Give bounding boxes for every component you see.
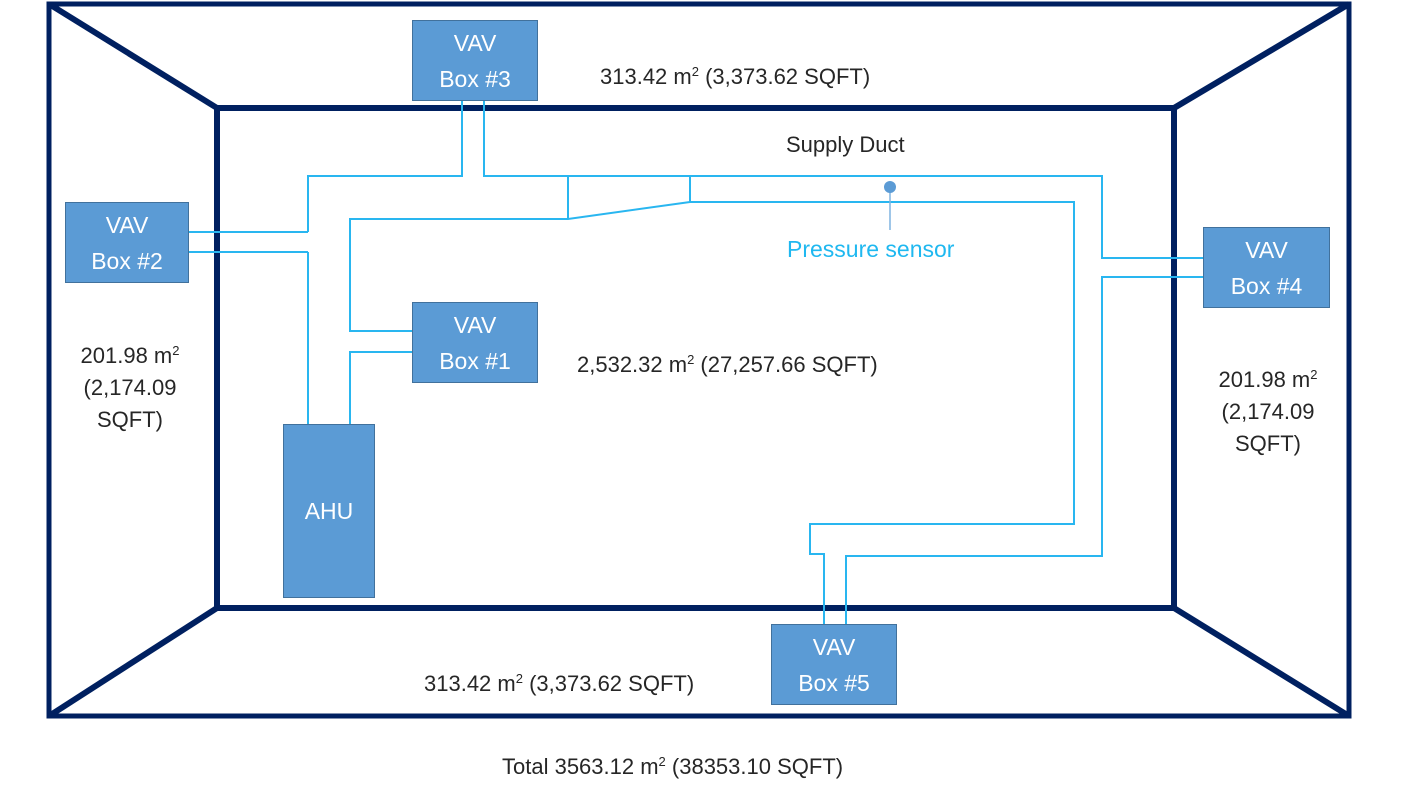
vav-box-3-line1: VAV [453, 29, 497, 56]
zone-core-sqft: (27,257.66 SQFT) [694, 352, 878, 377]
vav-box-5-line2: Box #5 [798, 669, 870, 696]
total-area-sup: 2 [658, 754, 666, 769]
total-area-value: Total 3563.12 m [502, 754, 659, 779]
zone-south-sup: 2 [515, 671, 523, 686]
zone-east-value: 201.98 m [1218, 367, 1311, 392]
supply-duct [188, 100, 1204, 624]
total-area-sqft: (38353.10 SQFT) [665, 754, 844, 779]
vav-box-1-line2: Box #1 [439, 347, 511, 374]
core-wall [214, 105, 1177, 611]
vav-box-3[interactable]: VAV Box #3 [412, 20, 538, 101]
pressure-sensor-dot [884, 181, 896, 193]
supply-duct-label: Supply Duct [786, 129, 905, 161]
vav-box-5-line1: VAV [812, 633, 856, 660]
duct-outer-wall [349, 201, 1075, 624]
zone-south-value: 313.42 m [424, 671, 516, 696]
vav-box-2-line2: Box #2 [91, 247, 163, 274]
corner-line-nw [47, 1, 219, 111]
pressure-sensor-label: Pressure sensor [787, 236, 954, 263]
vav-box-2[interactable]: VAV Box #2 [65, 202, 189, 283]
total-area: Total 3563.12 m2 (38353.10 SQFT) [502, 751, 843, 783]
pressure-sensor-text: Pressure sensor [787, 236, 955, 262]
corner-line-sw [47, 605, 219, 719]
zone-core-value: 2,532.32 m [577, 352, 688, 377]
zone-north-area: 313.42 m2 (3,373.62 SQFT) [600, 61, 870, 93]
vav-box-1[interactable]: VAV Box #1 [412, 302, 538, 383]
corner-line-ne [1172, 1, 1351, 111]
zone-west-area: 201.98 m2 (2,174.09 SQFT) [60, 340, 200, 436]
zone-south-sqft: (3,373.62 SQFT) [522, 671, 695, 696]
zone-west-line3: SQFT) [97, 407, 163, 432]
vav-box-1-line1: VAV [453, 311, 497, 338]
zone-west-sup: 2 [172, 343, 180, 358]
vav-box-5[interactable]: VAV Box #5 [771, 624, 897, 705]
zone-east-line3: SQFT) [1235, 431, 1301, 456]
zone-core-sup: 2 [687, 352, 695, 367]
vav-box-2-line1: VAV [105, 211, 149, 238]
zone-north-sqft: (3,373.62 SQFT) [698, 64, 871, 89]
zone-south-area: 313.42 m2 (3,373.62 SQFT) [424, 668, 694, 700]
zone-west-value: 201.98 m [80, 343, 173, 368]
duct-outer-wall [349, 351, 412, 424]
outer-wall [46, 1, 1352, 719]
duct-outer-wall [483, 100, 1204, 259]
zone-north-value: 313.42 m [600, 64, 692, 89]
zone-east-line2: (2,174.09 [1221, 399, 1315, 424]
zone-north-sup: 2 [691, 64, 699, 79]
supply-duct-text: Supply Duct [786, 132, 905, 157]
zone-east-area: 201.98 m2 (2,174.09 SQFT) [1198, 364, 1338, 460]
ahu-label: AHU [304, 498, 354, 524]
zone-east-sup: 2 [1310, 367, 1318, 382]
duct-outer-wall [845, 276, 1204, 624]
zone-core-area: 2,532.32 m2 (27,257.66 SQFT) [577, 349, 878, 381]
corner-line-se [1172, 605, 1351, 719]
walls [46, 1, 1352, 719]
vav-box-4-line1: VAV [1245, 236, 1288, 263]
ahu-unit[interactable]: AHU [283, 424, 375, 598]
zone-west-line2: (2,174.09 [83, 375, 177, 400]
duct-outer-wall [307, 100, 463, 232]
vav-box-4-line2: Box #4 [1230, 272, 1303, 299]
vav-box-4[interactable]: VAV Box #4 [1203, 227, 1330, 308]
vav-box-3-line2: Box #3 [439, 65, 511, 92]
